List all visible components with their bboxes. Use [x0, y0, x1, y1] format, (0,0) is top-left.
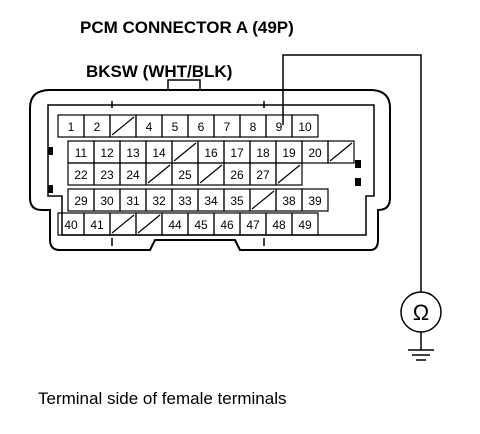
terminal-49 [291, 212, 319, 236]
terminal-label: 32 [152, 194, 166, 208]
terminal-label: 24 [126, 168, 140, 182]
diagram-title: PCM CONNECTOR A (49P) [80, 18, 294, 37]
terminal-label: 10 [298, 120, 312, 134]
terminal-label: 39 [308, 194, 322, 208]
probe-lead [282, 54, 422, 292]
terminal-label: 44 [168, 218, 182, 232]
empty-cavity-mark [329, 142, 353, 162]
wire-label: BKSW (WHT/BLK) [86, 62, 232, 81]
terminal-label: 27 [256, 168, 270, 182]
terminal-label: 20 [308, 146, 322, 160]
empty-cavity-mark [111, 214, 135, 234]
caption: Terminal side of female terminals [38, 389, 286, 408]
terminal-label: 41 [90, 218, 104, 232]
empty-cavity [275, 162, 303, 186]
terminal-label: 4 [146, 120, 153, 134]
terminal-label: 30 [100, 194, 114, 208]
empty-cavity-mark [173, 142, 197, 162]
terminal-label: 38 [282, 194, 296, 208]
terminal-label: 31 [126, 194, 140, 208]
empty-cavity-mark [251, 190, 275, 210]
terminal-label: 19 [282, 146, 296, 160]
terminal-label: 17 [230, 146, 244, 160]
terminal-label: 33 [178, 194, 192, 208]
terminal-label: 16 [204, 146, 218, 160]
empty-cavity-mark [277, 164, 301, 184]
terminal-label: 22 [74, 168, 88, 182]
terminal-label: 18 [256, 146, 270, 160]
terminal-10 [291, 114, 319, 138]
terminal-label: 1 [68, 120, 75, 134]
ohm-icon: Ω [413, 300, 429, 325]
terminal-label: 12 [100, 146, 114, 160]
terminal-label: 45 [194, 218, 208, 232]
ground-icon [408, 332, 434, 361]
terminal-label: 6 [198, 120, 205, 134]
terminal-label: 7 [224, 120, 231, 134]
connector-housing [29, 79, 391, 251]
terminal-label: 23 [100, 168, 114, 182]
terminal-label: 13 [126, 146, 140, 160]
terminal-label: 34 [204, 194, 218, 208]
terminal-label: 2 [94, 120, 101, 134]
empty-cavity-mark [147, 164, 171, 184]
terminal-label: 47 [246, 218, 260, 232]
terminal-label: 25 [178, 168, 192, 182]
terminal-label: 26 [230, 168, 244, 182]
terminal-label: 35 [230, 194, 244, 208]
terminal-label: 49 [298, 218, 312, 232]
terminal-label: 46 [220, 218, 234, 232]
terminal-label: 9 [276, 120, 283, 134]
terminal-label: 14 [152, 146, 166, 160]
terminal-label: 8 [250, 120, 257, 134]
terminal-label: 29 [74, 194, 88, 208]
terminal-label: 48 [272, 218, 286, 232]
terminal-label: 40 [64, 218, 78, 232]
ohmmeter [282, 54, 442, 361]
terminal-label: 5 [172, 120, 179, 134]
empty-cavity-mark [111, 116, 135, 136]
housing-latches [48, 147, 361, 193]
empty-cavity [327, 140, 355, 164]
terminal-label: 11 [75, 146, 88, 160]
empty-cavity-mark [137, 214, 161, 234]
terminal-39 [301, 188, 329, 212]
empty-cavity-mark [199, 164, 223, 184]
